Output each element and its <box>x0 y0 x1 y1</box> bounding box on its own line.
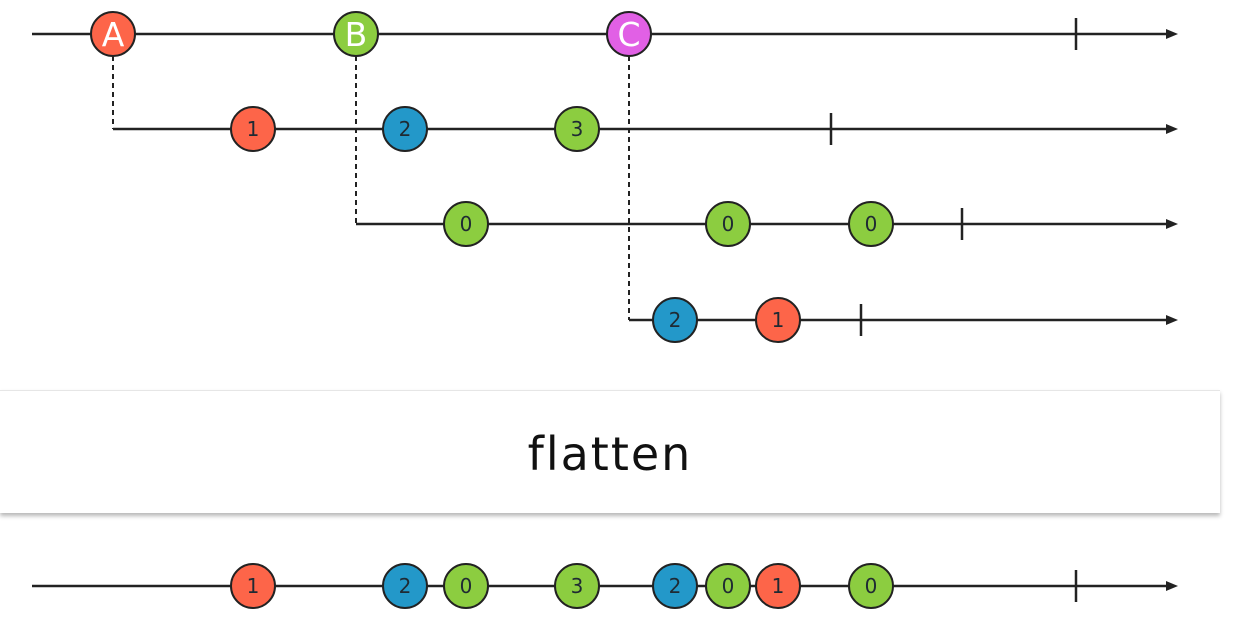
output-marble: 3 <box>554 563 600 609</box>
inner-marble-B-circle <box>848 201 894 247</box>
outer-marble-B-circle <box>333 11 379 57</box>
inner-marble-A-label: 2 <box>399 117 412 141</box>
inner-marble-C-circle <box>652 297 698 343</box>
output-marble: 0 <box>848 563 894 609</box>
outer-marble-B-label: B <box>345 15 368 54</box>
inner-marble-B-circle <box>705 201 751 247</box>
outer-marble-A-circle <box>90 11 136 57</box>
inner-marble-B-label: 0 <box>460 212 473 236</box>
operator-label: flatten <box>527 427 693 481</box>
output-marble: 1 <box>230 563 276 609</box>
inner-marble-C-label: 1 <box>772 308 785 332</box>
output-marble: 0 <box>443 563 489 609</box>
outer-marble-C: C <box>606 11 652 57</box>
outer-marble-C-circle <box>606 11 652 57</box>
output-marble-label: 3 <box>571 574 584 598</box>
output-marble: 2 <box>652 563 698 609</box>
output-marble-circle <box>848 563 894 609</box>
output-marble-circle <box>652 563 698 609</box>
inner-marble-A-label: 1 <box>247 117 260 141</box>
inner-marble-B: 0 <box>705 201 751 247</box>
output-marble-circle <box>382 563 428 609</box>
inner-marble-C: 1 <box>755 297 801 343</box>
inner-marble-A-circle <box>554 106 600 152</box>
marble-layer: 1 2 3 0 0 0 2 1 A B C 1 2 0 3 2 0 1 0 <box>90 11 894 609</box>
outer-marble-B: B <box>333 11 379 57</box>
output-marble-label: 2 <box>399 574 412 598</box>
output-marble-label: 1 <box>247 574 260 598</box>
output-marble-circle <box>554 563 600 609</box>
connector-layer <box>112 56 630 320</box>
output-marble-circle <box>443 563 489 609</box>
output-marble-circle <box>755 563 801 609</box>
output-marble-label: 0 <box>460 574 473 598</box>
inner-marble-C-circle <box>755 297 801 343</box>
outer-marble-C-label: C <box>617 15 640 54</box>
output-marble-label: 0 <box>865 574 878 598</box>
output-marble-circle <box>705 563 751 609</box>
output-marble: 1 <box>755 563 801 609</box>
operator-box: flatten <box>0 390 1220 513</box>
inner-marble-A: 3 <box>554 106 600 152</box>
inner-marble-A: 2 <box>382 106 428 152</box>
inner-marble-C: 2 <box>652 297 698 343</box>
inner-marble-A-circle <box>230 106 276 152</box>
output-marble-label: 1 <box>772 574 785 598</box>
inner-marble-B-label: 0 <box>865 212 878 236</box>
timeline-layer <box>32 18 1178 602</box>
inner-marble-B: 0 <box>848 201 894 247</box>
outer-marble-A-label: A <box>102 15 125 54</box>
inner-marble-B: 0 <box>443 201 489 247</box>
output-marble-circle <box>230 563 276 609</box>
inner-marble-B-label: 0 <box>722 212 735 236</box>
output-marble-label: 0 <box>722 574 735 598</box>
inner-marble-C-label: 2 <box>669 308 682 332</box>
inner-marble-A: 1 <box>230 106 276 152</box>
output-marble: 0 <box>705 563 751 609</box>
output-marble: 2 <box>382 563 428 609</box>
inner-marble-B-circle <box>443 201 489 247</box>
inner-marble-A-label: 3 <box>571 117 584 141</box>
inner-marble-A-circle <box>382 106 428 152</box>
output-marble-label: 2 <box>669 574 682 598</box>
outer-marble-A: A <box>90 11 136 57</box>
